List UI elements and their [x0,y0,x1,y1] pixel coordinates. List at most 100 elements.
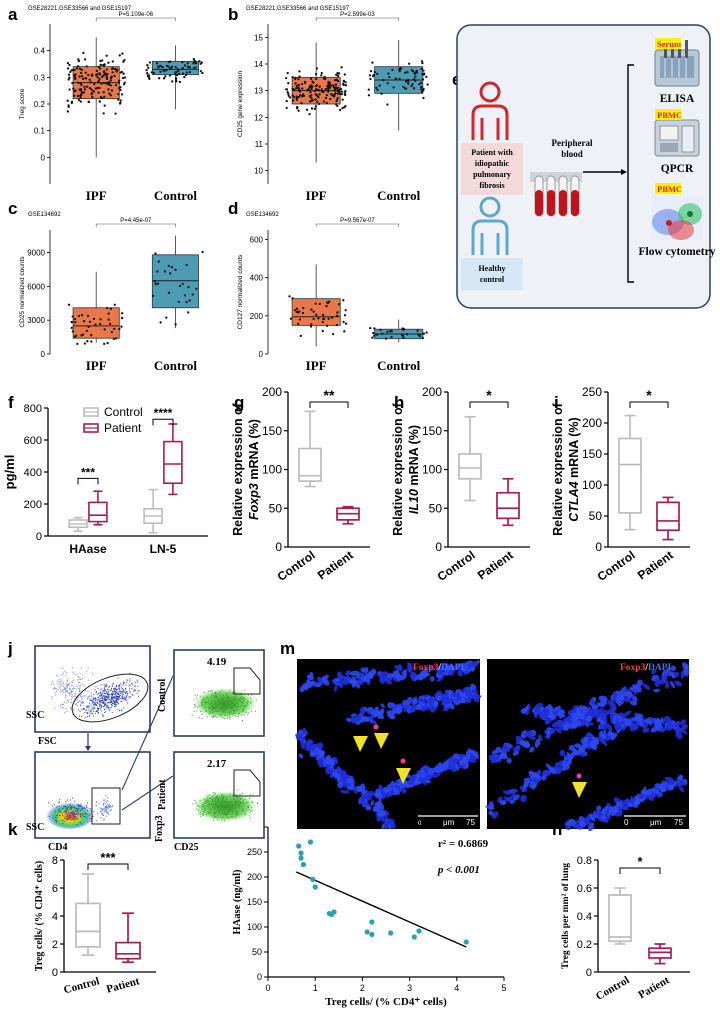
event-dot [64,689,66,691]
event-dot [214,798,216,800]
foxp3-positive-cell [373,724,379,730]
event-dot [239,699,241,701]
data-point [90,334,93,337]
event-dot [211,815,213,817]
nucleus [546,729,551,738]
data-point [114,337,118,340]
event-dot [102,690,104,692]
data-point [72,73,76,77]
event-dot [70,706,72,708]
event-dot [122,684,124,686]
data-point [314,93,317,96]
event-dot [206,701,208,703]
data-point [317,89,320,92]
event-dot [109,809,111,811]
event-dot [105,690,107,692]
event-dot [95,692,97,694]
event-dot [83,807,85,809]
cd4-gate [91,787,121,825]
event-dot [219,693,221,695]
event-dot [87,715,89,717]
event-dot [105,810,107,812]
y-tick-label: 0 [52,967,58,979]
event-dot [64,670,66,672]
significance-bracket [152,418,174,426]
data-point [192,57,195,61]
event-dot [67,812,69,814]
event-dot [232,807,234,809]
event-dot [233,797,235,799]
event-dot [209,711,211,713]
nucleus [370,800,375,806]
data-point [188,71,192,74]
event-dot [225,705,227,707]
event-dot [225,706,227,708]
event-dot [195,697,197,699]
event-dot [235,695,237,697]
event-dot [223,700,225,702]
event-dot [100,696,102,698]
event-dot [94,697,96,699]
nucleus [340,789,350,794]
event-dot [96,710,98,712]
event-dot [208,699,210,701]
data-point [289,317,293,320]
event-dot [117,697,119,699]
event-dot [218,703,220,705]
event-dot [95,691,97,693]
data-point [76,65,80,68]
nucleus [651,669,657,675]
event-dot [238,712,240,714]
nucleus [587,736,592,745]
y-tick-label: 0 [36,531,42,543]
nucleus [308,680,316,686]
event-dot [211,702,213,704]
event-dot [220,812,222,814]
y-tick-label: 200 [247,872,262,882]
category-label: HAase [69,542,107,556]
event-dot [239,698,241,700]
event-dot [224,801,226,803]
event-dot [101,813,103,815]
event-dot [80,696,82,698]
nucleus [651,793,657,798]
event-dot [66,817,68,819]
data-point [120,70,124,74]
event-dot [81,808,83,810]
event-dot [107,697,109,699]
data-point [315,67,319,70]
nucleus [557,710,563,719]
event-dot [216,805,218,807]
event-dot [226,803,228,805]
event-dot [221,707,223,709]
event-dot [229,803,231,805]
event-dot [58,681,60,683]
data-point [309,84,312,87]
event-dot [223,709,225,711]
nucleus [376,710,382,716]
data-point [344,309,347,312]
event-dot [106,685,108,687]
event-dot [238,698,240,700]
event-dot [219,797,221,799]
event-dot [101,810,103,812]
arrow-head-icon [85,746,91,751]
event-dot [59,799,61,801]
event-dot [87,698,89,700]
data-point [336,74,340,77]
nucleus [421,778,427,786]
event-dot [244,689,246,691]
event-dot [222,694,224,696]
nucleus [463,664,471,670]
event-dot [224,705,226,707]
event-dot [230,800,232,802]
event-dot [98,705,100,707]
event-dot [229,808,231,810]
event-dot [194,799,196,801]
data-point [303,80,307,84]
data-point [176,67,179,71]
event-dot [89,808,91,810]
y-tick-label: 2 [52,939,58,951]
event-dot [243,706,245,708]
event-dot [106,685,108,687]
